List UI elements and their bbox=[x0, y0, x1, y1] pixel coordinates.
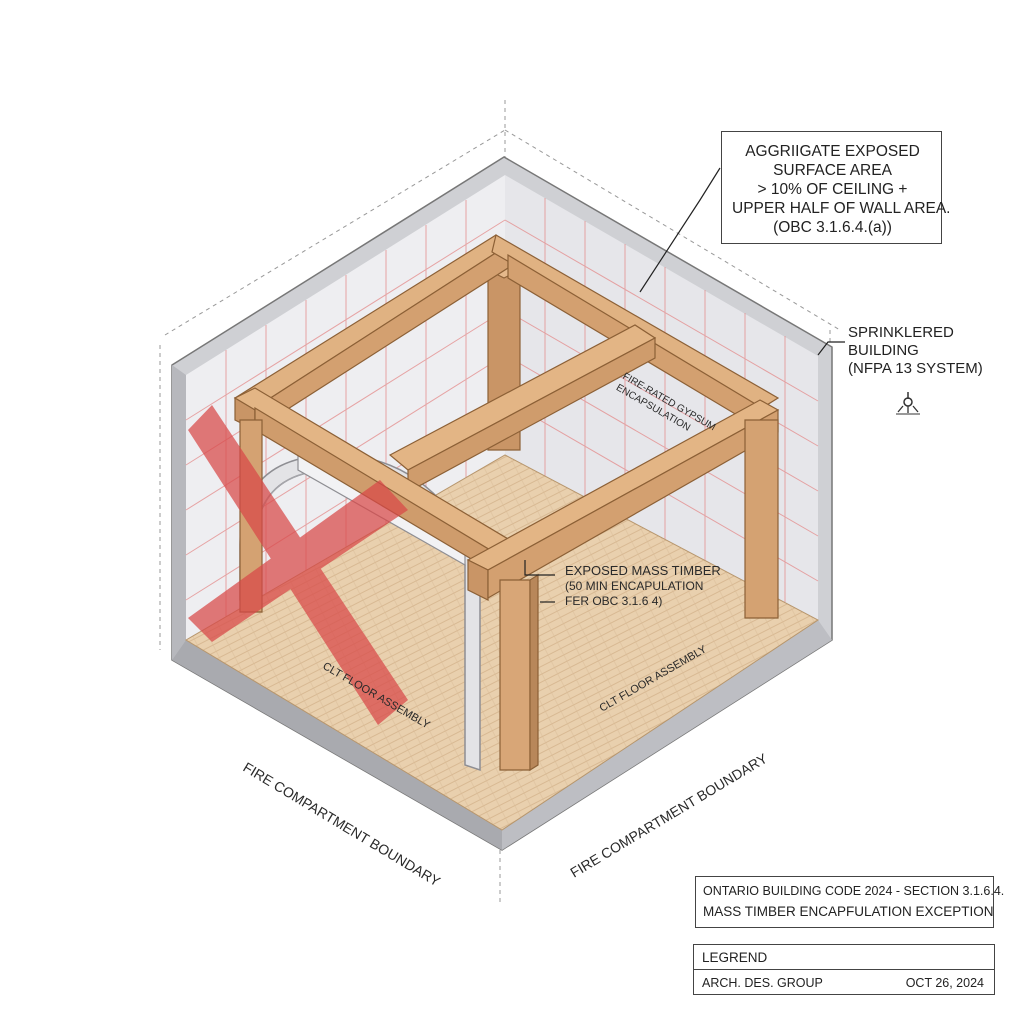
sprinklered-note: SPRINKLERED BUILDING (NFPA 13 SYSTEM) bbox=[848, 324, 983, 378]
callout-line-1: AGGRIIGATE EXPOSED bbox=[745, 143, 920, 160]
leader-lines bbox=[524, 167, 845, 603]
callout-line-5: (OBC 3.1.6.4.(a)) bbox=[773, 219, 892, 236]
callout-line-4: UPPER HALF OF WALL AREA. bbox=[732, 200, 951, 217]
sprinklered-line-3: (NFPA 13 SYSTEM) bbox=[848, 360, 983, 377]
callout-line-2: SURFACE AREA bbox=[773, 162, 892, 179]
exposed-timber-line-2: (50 MIN ENCAPULATION bbox=[565, 579, 703, 593]
sprinklered-line-2: BUILDING bbox=[848, 342, 919, 359]
title-line-1: ONTARIO BUILDING CODE 2024 - SECTION 3.1… bbox=[703, 884, 1005, 898]
sprinkler-head-icon bbox=[896, 392, 920, 415]
legend-block: LEGREND ARCH. DES. GROUP OCT 26, 2024 bbox=[693, 944, 995, 995]
legend-firm: ARCH. DES. GROUP bbox=[702, 976, 823, 990]
exposed-area-callout: AGGRIIGATE EXPOSED SURFACE AREA > 10% OF… bbox=[721, 131, 951, 244]
red-x-mark bbox=[188, 405, 408, 725]
legend-date: OCT 26, 2024 bbox=[905, 976, 984, 990]
sprinklered-line-1: SPRINKLERED bbox=[848, 324, 954, 341]
title-line-2: MASS TIMBER ENCAPFULATION EXCEPTION bbox=[703, 904, 994, 919]
legend-divider bbox=[694, 969, 994, 970]
callout-line-3: > 10% OF CEILING + bbox=[757, 181, 908, 198]
legend-header: LEGREND bbox=[702, 950, 768, 965]
exposed-timber-line-3: FER OBC 3.1.6 4) bbox=[565, 594, 662, 608]
title-block: ONTARIO BUILDING CODE 2024 - SECTION 3.1… bbox=[695, 876, 1004, 928]
exposed-timber-line-1: EXPOSED MASS TIMBER bbox=[565, 563, 721, 578]
